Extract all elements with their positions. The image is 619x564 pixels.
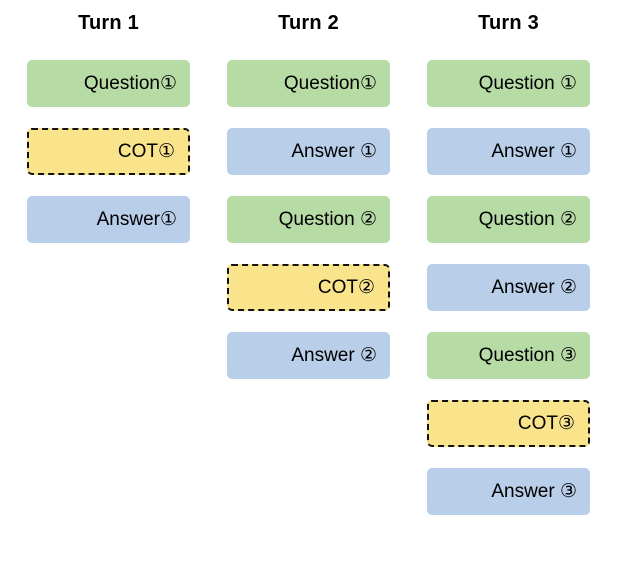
cot-3-box: COT③ (427, 400, 590, 447)
answer-1-box: Answer① (27, 196, 190, 243)
turn-1-boxes: Question① COT① Answer① (27, 60, 190, 243)
turn-3-header: Turn 3 (478, 12, 539, 34)
question-1-box: Question① (27, 60, 190, 107)
turn-3-column: Turn 3 Question ① Answer ① Question ② An… (427, 0, 590, 515)
question-2-box: Question ② (227, 196, 390, 243)
question-2-box: Question ② (427, 196, 590, 243)
turn-2-boxes: Question① Answer ① Question ② COT② Answe… (227, 60, 390, 379)
turn-1-header: Turn 1 (78, 12, 139, 34)
question-1-box: Question① (227, 60, 390, 107)
cot-1-box: COT① (27, 128, 190, 175)
answer-3-box: Answer ③ (427, 468, 590, 515)
question-3-box: Question ③ (427, 332, 590, 379)
answer-2-box: Answer ② (227, 332, 390, 379)
turn-2-column: Turn 2 Question① Answer ① Question ② COT… (227, 0, 390, 379)
turn-1-column: Turn 1 Question① COT① Answer① (27, 0, 190, 243)
cot-2-box: COT② (227, 264, 390, 311)
turn-2-header: Turn 2 (278, 12, 339, 34)
answer-1-box: Answer ① (427, 128, 590, 175)
turn-3-boxes: Question ① Answer ① Question ② Answer ② … (427, 60, 590, 515)
answer-2-box: Answer ② (427, 264, 590, 311)
answer-1-box: Answer ① (227, 128, 390, 175)
question-1-box: Question ① (427, 60, 590, 107)
